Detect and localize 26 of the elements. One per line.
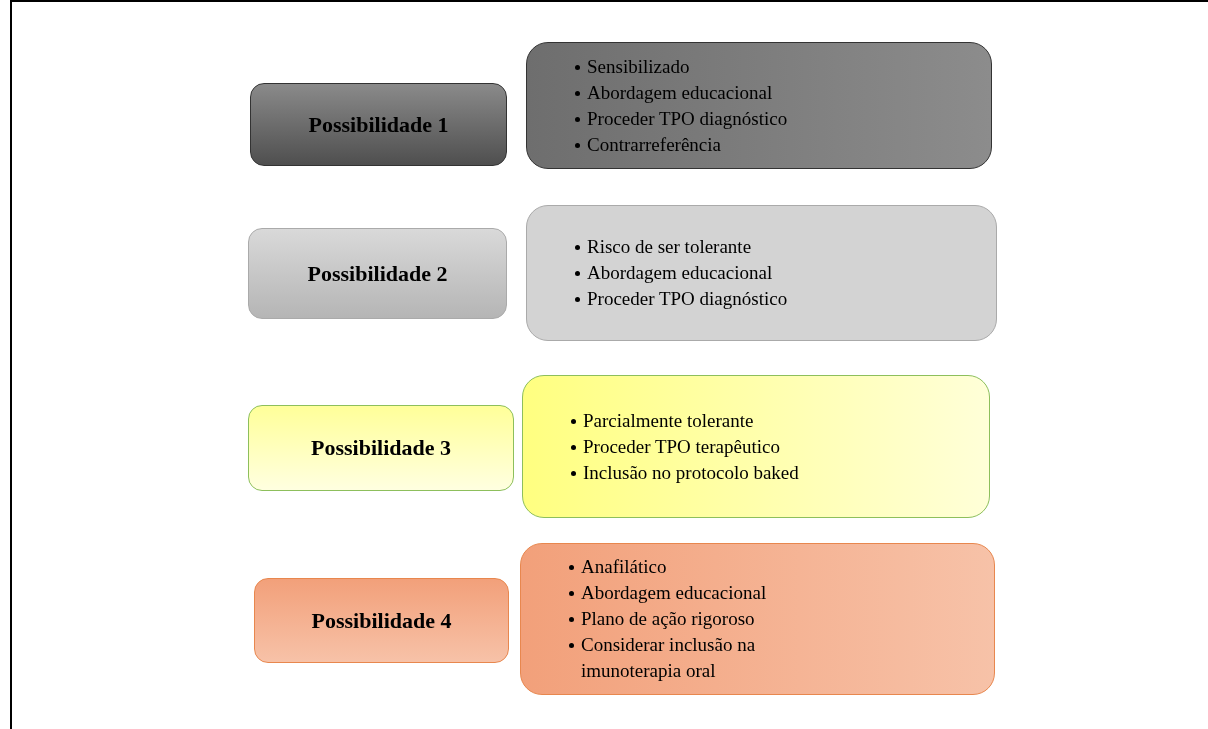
bullet-item: Abordagem educacional [575, 260, 788, 286]
list-box [520, 543, 995, 695]
option-box [248, 228, 507, 319]
bullet-item: Proceder TPO diagnóstico [575, 105, 788, 132]
bullet-item: Parcialmente tolerante [571, 407, 799, 434]
option-title: Possibilidade 1 [308, 111, 449, 138]
bullet-item: Risco de ser tolerante [575, 234, 788, 260]
option-box [254, 578, 509, 663]
option-box [248, 405, 514, 491]
bullet-item: Sensibilizado [575, 53, 788, 80]
bullet-item: Anafilático [569, 554, 829, 580]
option-box [250, 83, 507, 166]
bullet-item: Proceder TPO terapêutico [571, 433, 799, 460]
bullet-item: Inclusão no protocolo baked [571, 459, 799, 486]
bullet-item: Plano de ação rigoroso [569, 606, 829, 632]
bullet-item: Contrarreferência [575, 131, 788, 158]
option-title: Possibilidade 2 [307, 260, 448, 287]
bullet-item: Abordagem educacional [569, 580, 829, 606]
bullet-item: Abordagem educacional [575, 79, 788, 106]
bullet-item: Considerar inclusão na imunoterapia oral [569, 632, 829, 684]
list-box [526, 205, 997, 341]
bullet-item: Proceder TPO diagnóstico [575, 286, 788, 312]
option-title: Possibilidade 4 [311, 607, 452, 634]
list-box [522, 375, 990, 518]
option-title: Possibilidade 3 [311, 435, 451, 461]
list-box [526, 42, 992, 169]
